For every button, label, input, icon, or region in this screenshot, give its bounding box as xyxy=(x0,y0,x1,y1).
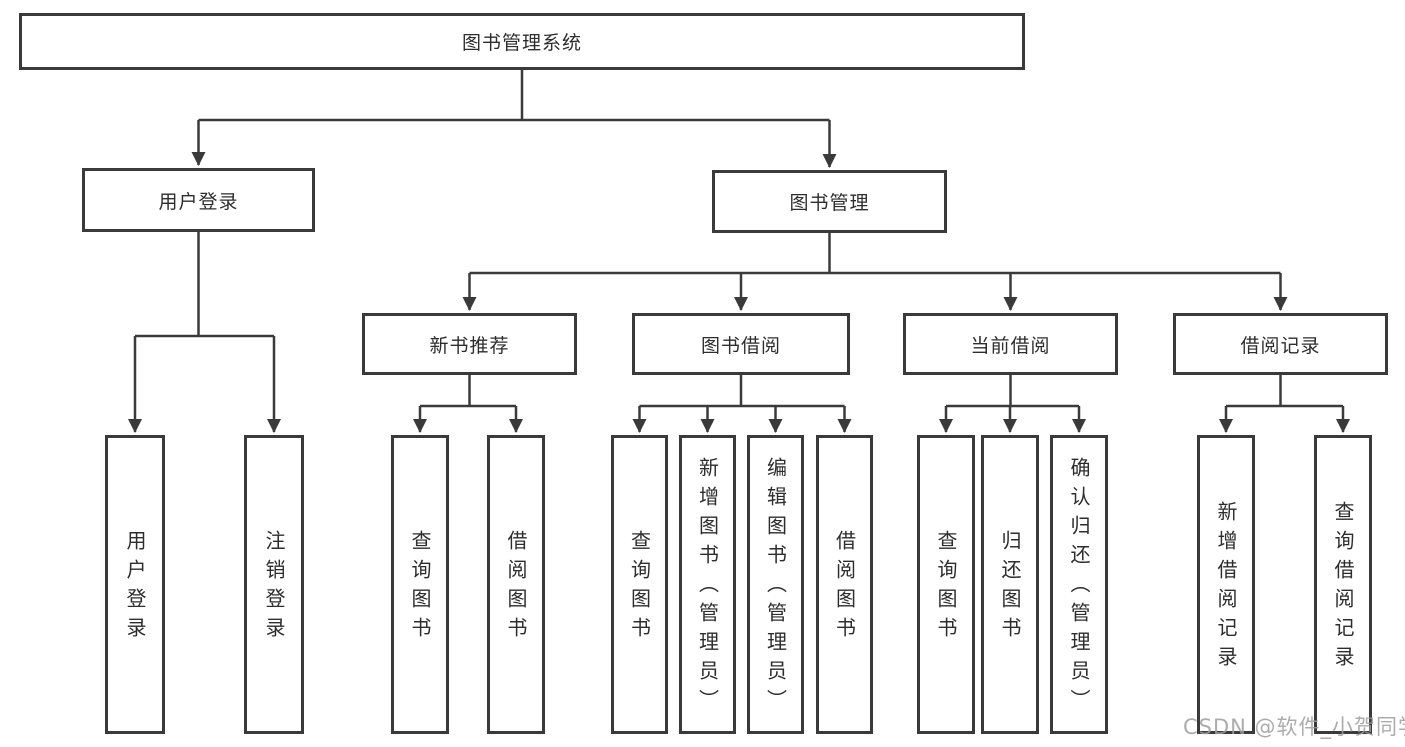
leaf-add-books-admin: 新增图书（管理员） xyxy=(679,435,736,734)
leaf-query-books-recommend: 查询图书 xyxy=(391,435,449,734)
node-borrow-records: 借阅记录 xyxy=(1173,313,1388,375)
node-book-borrow: 图书借阅 xyxy=(632,313,850,375)
csdn-watermark: CSDN @软件_小贺同学 xyxy=(1183,715,1405,739)
leaf-query-books-borrow: 查询图书 xyxy=(611,435,668,734)
leaf-borrow-books: 借阅图书 xyxy=(816,435,873,734)
node-book-management: 图书管理 xyxy=(712,170,947,233)
leaf-logout: 注销登录 xyxy=(244,435,304,734)
leaf-query-books-current: 查询图书 xyxy=(917,435,975,734)
leaf-return-books: 归还图书 xyxy=(981,435,1039,734)
node-new-book-recommend: 新书推荐 xyxy=(362,313,577,375)
leaf-query-borrow-record: 查询借阅记录 xyxy=(1314,435,1372,734)
node-current-borrow: 当前借阅 xyxy=(903,313,1118,375)
node-root-library-system: 图书管理系统 xyxy=(19,13,1025,70)
node-user-login: 用户登录 xyxy=(82,168,315,232)
leaf-add-borrow-record: 新增借阅记录 xyxy=(1197,435,1255,734)
leaf-edit-books-admin: 编辑图书（管理员） xyxy=(747,435,804,734)
leaf-user-login: 用户登录 xyxy=(105,435,165,734)
leaf-confirm-return-admin: 确认归还（管理员） xyxy=(1050,435,1108,734)
leaf-borrow-books-recommend: 借阅图书 xyxy=(487,435,545,734)
